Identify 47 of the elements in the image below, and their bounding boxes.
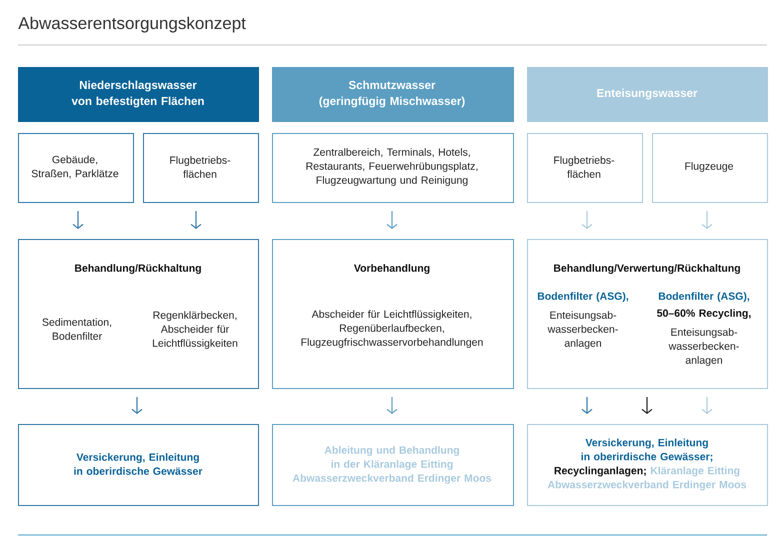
treatment-box — [527, 239, 768, 389]
box-text: Ableitung und Behandlung in der Kläranlage Eitting Abwasserzweckverband Erdinger Moos — [292, 446, 492, 484]
box-text: Flugzeuge — [685, 162, 734, 172]
arrow — [386, 397, 398, 414]
header-box — [272, 67, 514, 122]
box-text: Enteisungsab- wasserbecken- anlagen — [668, 328, 739, 366]
arrow — [132, 397, 142, 414]
result-box — [18, 424, 259, 506]
treatment-box — [18, 239, 259, 389]
arrow — [702, 397, 712, 414]
box-heading: Behandlung/Verwertung/Rückhaltung — [554, 264, 740, 274]
page-title: Abwasserentsorgungskonzept — [18, 16, 246, 33]
box-text: Regenklärbecken, Abscheider für Leichtflüssigkeiten — [152, 311, 238, 349]
box-text: Flugbetriebs- flächen — [170, 156, 230, 178]
box-text: Sedimentation, Bodenfilter — [42, 318, 112, 340]
box-heading: Behandlung/Rückhaltung — [75, 264, 201, 274]
source-box — [527, 133, 643, 203]
box-text: Bodenfilter (ASG), — [538, 292, 628, 302]
box-heading: Vorbehandlung — [354, 264, 430, 274]
header-text: Enteisungswasser — [597, 88, 698, 100]
arrow — [702, 211, 712, 229]
box-text: Zentralbereich, Terminals, Hotels, Restaurants, Feuerwehrübungsplatz, Flugzeugwartung und Reinigung — [306, 148, 478, 186]
box-text: Gebäude, Straßen, Parklätze — [32, 156, 118, 178]
header-text: Schmutzwasser (geringfügig Mischwasser) — [319, 80, 465, 108]
box-text: Flugbetriebs- flächen — [554, 156, 614, 178]
arrow — [642, 397, 652, 414]
source-box — [272, 133, 514, 203]
box-text: Abscheider für Leichtflüssigkeiten, Regenüberlaufbecken, Flugzeugfrischwasservorbehandlungen — [302, 310, 483, 348]
source-box — [143, 133, 259, 203]
box-text: Enteisungsab- wasserbecken- anlagen — [548, 311, 618, 349]
result-text: Versickerung, Einleitung in oberirdische Gewässer; Recyclinganlagen; Kläranlage Eitting Abwasserzweckverband Erdinger Moos — [548, 438, 746, 490]
arrow — [582, 211, 592, 229]
arrow — [386, 211, 398, 229]
header-box — [18, 67, 259, 122]
treatment-box — [272, 239, 514, 389]
box-text: Versickerung, Einleitung in oberirdische Gewässer — [74, 453, 202, 475]
arrow — [190, 211, 202, 229]
header-box — [527, 67, 768, 122]
header-text: Niederschlagswasser von befestigten Flächen — [72, 80, 204, 108]
result-box — [272, 424, 514, 506]
box-text: Bodenfilter (ASG), — [658, 292, 750, 302]
arrow — [72, 211, 84, 229]
result-box — [527, 424, 768, 506]
arrow — [582, 397, 592, 414]
box-text: 50–60% Recycling, — [657, 309, 751, 319]
source-box — [18, 133, 134, 203]
source-box — [652, 133, 768, 203]
